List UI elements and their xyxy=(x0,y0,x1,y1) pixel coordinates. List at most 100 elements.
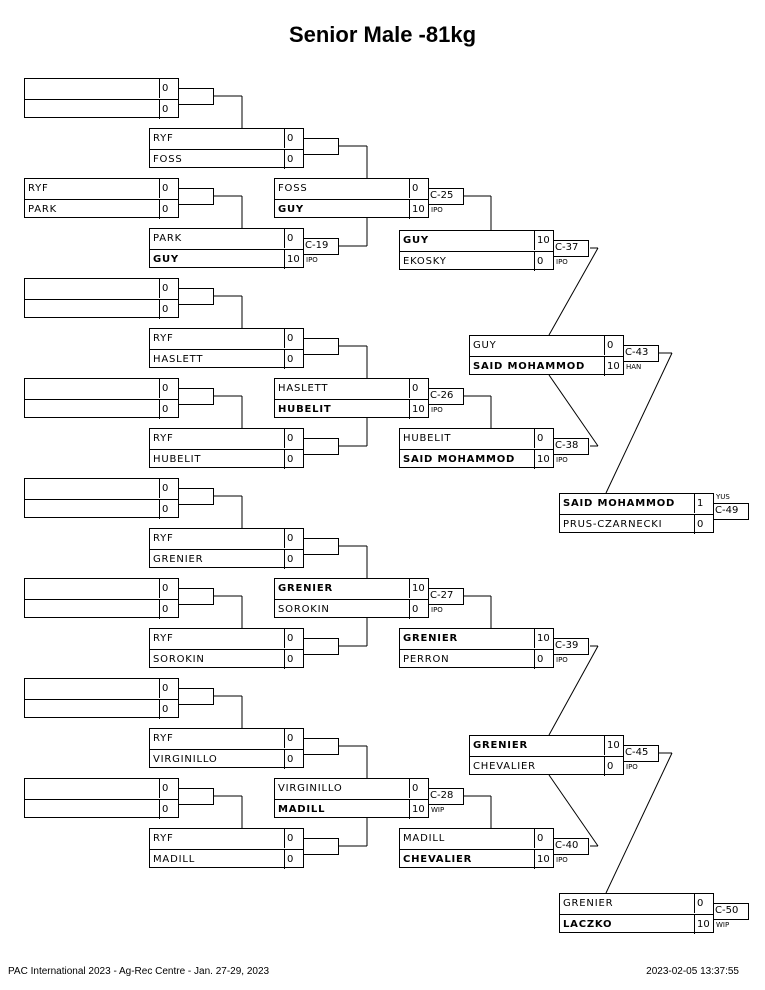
result-tag: IPO xyxy=(431,406,443,414)
result-tag: IPO xyxy=(556,656,568,664)
competitor-score: 10 xyxy=(284,250,303,269)
contest-number-box xyxy=(178,388,214,405)
competitor-name: PRUS-CZARNECKI xyxy=(563,519,663,530)
competitor-row: GUY 10 xyxy=(275,199,428,219)
competitor-row: FOSS 0 xyxy=(150,149,303,169)
competitor-row: 0 xyxy=(25,699,178,719)
contest-number-box: C-26 xyxy=(428,388,464,405)
contest-number-box: C-38 xyxy=(553,438,589,455)
competitor-score: 0 xyxy=(284,450,303,469)
competitor-name: HUBELIT xyxy=(403,433,452,444)
competitor-score: 0 xyxy=(159,600,178,619)
footer-timestamp: 2023-02-05 13:37:55 xyxy=(646,966,739,977)
competitor-score: 10 xyxy=(409,200,428,219)
competitor-score: 0 xyxy=(284,329,303,348)
bracket-connector xyxy=(548,374,599,447)
competitor-score: 0 xyxy=(159,479,178,498)
competitor-name: FOSS xyxy=(153,154,183,165)
contest-number-box: C-39 xyxy=(553,638,589,655)
competitor-name: SOROKIN xyxy=(153,654,205,665)
competitor-score: 10 xyxy=(534,629,553,648)
competitor-score: 0 xyxy=(284,129,303,148)
competitor-name: GRENIER xyxy=(473,740,528,751)
competitor-score: 0 xyxy=(604,336,623,355)
bracket-connector xyxy=(548,774,599,847)
competitor-row: RYF 0 xyxy=(150,129,303,148)
contest-number-box xyxy=(303,638,339,655)
result-tag: IPO xyxy=(626,763,638,771)
competitor-score: 0 xyxy=(284,150,303,169)
competitor-name: GUY xyxy=(403,235,429,246)
competitor-name: GUY xyxy=(278,204,304,215)
competitor-name: PERRON xyxy=(403,654,450,665)
competitor-name: GUY xyxy=(153,254,179,265)
competitor-score: 0 xyxy=(159,700,178,719)
page-title: Senior Male -81kg xyxy=(288,22,477,47)
competitor-score: 0 xyxy=(284,529,303,548)
competitor-row: HUBELIT 0 xyxy=(150,449,303,469)
competitor-name: HUBELIT xyxy=(278,404,332,415)
contest-number-box: C-45 xyxy=(623,745,659,762)
bracket-connector xyxy=(605,752,673,894)
competitor-score: 10 xyxy=(604,357,623,376)
competitor-name: CHEVALIER xyxy=(473,761,536,772)
result-tag: IPO xyxy=(556,856,568,864)
contest-number-box xyxy=(178,788,214,805)
competitor-score: 0 xyxy=(159,300,178,319)
competitor-score: 10 xyxy=(604,736,623,755)
competitor-name: PARK xyxy=(28,204,57,215)
competitor-score: 0 xyxy=(284,750,303,769)
bracket-connector xyxy=(548,645,599,736)
competitor-score: 10 xyxy=(534,850,553,869)
competitor-name: VIRGINILLO xyxy=(278,783,343,794)
competitor-name: GRENIER xyxy=(563,898,614,909)
competitor-score: 0 xyxy=(284,429,303,448)
competitor-score: 1 xyxy=(694,494,713,513)
competitor-row: 0 xyxy=(25,799,178,819)
competitor-score: 0 xyxy=(534,829,553,848)
competitor-name: RYF xyxy=(153,833,174,844)
competitor-score: 0 xyxy=(409,379,428,398)
contest-number-box xyxy=(303,438,339,455)
competitor-score: 10 xyxy=(409,400,428,419)
competitor-row: 0 xyxy=(25,599,178,619)
competitor-row: RYF 0 xyxy=(150,829,303,848)
competitor-name: RYF xyxy=(153,533,174,544)
competitor-score: 10 xyxy=(694,915,713,934)
competitor-score: 0 xyxy=(284,350,303,369)
competitor-name: HUBELIT xyxy=(153,454,202,465)
contest-number-box xyxy=(178,488,214,505)
competitor-name: RYF xyxy=(153,133,174,144)
result-tag: YUS xyxy=(716,493,730,501)
contest-number-box: C-37 xyxy=(553,240,589,257)
competitor-score: 0 xyxy=(284,829,303,848)
result-tag: IPO xyxy=(431,606,443,614)
contest-number-box xyxy=(178,188,214,205)
